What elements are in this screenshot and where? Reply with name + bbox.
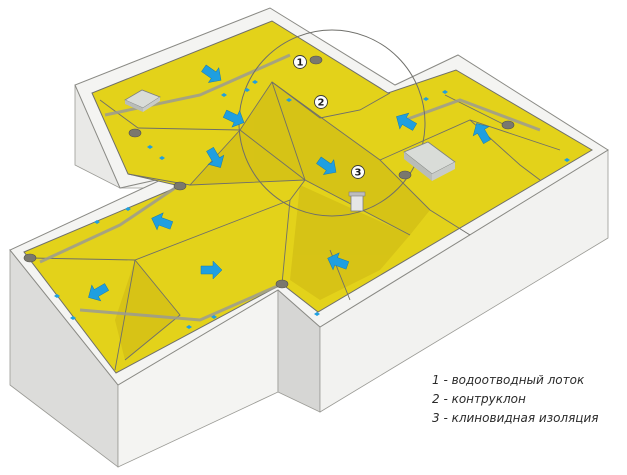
drain-icon: [128, 128, 142, 138]
callout-2: 2: [314, 95, 328, 109]
crease-14: [99, 99, 139, 129]
skylight-left-front: [143, 97, 160, 112]
drain-mark: [423, 97, 429, 101]
crease-2: [137, 81, 471, 236]
crease-10: [281, 199, 291, 285]
arrow-icon: [200, 260, 223, 280]
callout-3: 3: [351, 165, 365, 179]
legend-item-1: 1 - водоотводный лоток: [432, 373, 585, 387]
drain-mark: [54, 294, 60, 298]
skylight-right-side: [404, 152, 432, 181]
drain-icon: [173, 181, 187, 191]
drain-mark: [211, 315, 217, 319]
drain-mark: [314, 312, 320, 316]
slope-shade-3: [290, 185, 410, 300]
arrow-icon: [327, 252, 350, 271]
crease-5: [239, 129, 306, 181]
arrow-icon: [396, 112, 418, 131]
callout-2-label: 2: [318, 98, 325, 109]
arrow-icon: [472, 123, 491, 145]
drain-mark: [94, 220, 100, 224]
skylight-icon: [403, 141, 456, 181]
drain-icon: [398, 170, 412, 180]
slope-shade-1: [272, 82, 430, 235]
slope-shade-4: [115, 260, 180, 360]
arrow-icon: [316, 156, 337, 175]
skylight-right-front: [432, 162, 455, 181]
skylight-left-side: [125, 100, 143, 112]
callout-3-circle: [351, 165, 365, 179]
drain-mark: [564, 158, 570, 162]
drain-icon: [275, 279, 289, 289]
drain-mark: [244, 88, 250, 92]
crease-9: [124, 259, 181, 361]
arrow-icon: [201, 64, 222, 83]
trough-right: [404, 98, 541, 132]
drain-icon: [309, 55, 323, 65]
crease-7: [29, 179, 306, 261]
trough-bottom: [79, 282, 283, 322]
arrow-icon: [88, 283, 110, 302]
drain-mark: [125, 207, 131, 211]
arrow-icon: [206, 146, 225, 168]
drain-mark: [286, 98, 292, 102]
drain-marks: [54, 80, 570, 329]
callout-1-circle: [293, 55, 307, 69]
drain-mark: [221, 93, 227, 97]
drain-mark: [70, 316, 76, 320]
legend-item-3: 3 - клиновидная изоляция: [432, 411, 599, 425]
arrow-icon: [222, 109, 245, 128]
drains: [23, 55, 515, 289]
callout-2-circle: [314, 95, 328, 109]
trough-left: [39, 186, 176, 264]
callout-3-label: 3: [355, 168, 362, 179]
legend: 1 - водоотводный лоток 2 - контруклон 3 …: [432, 371, 622, 428]
legend-item-2: 2 - контруклон: [432, 392, 526, 406]
arrow-icon: [151, 212, 174, 231]
callout-1-label: 1: [297, 58, 304, 69]
drain-icon: [23, 253, 37, 263]
arrow-layer: [88, 64, 491, 302]
building-walls: [9, 84, 609, 468]
chimney-body: [350, 194, 364, 212]
crease-13: [444, 94, 506, 126]
drain-icon: [501, 120, 515, 130]
chimney-top: [348, 191, 366, 197]
crease-3: [271, 81, 306, 181]
drain-mark: [442, 90, 448, 94]
drain-mark: [159, 156, 165, 160]
drain-mark: [186, 325, 192, 329]
drain-mark: [252, 80, 258, 84]
crease-4: [271, 81, 391, 119]
drain-mark: [147, 145, 153, 149]
callout-1: 1: [293, 55, 307, 69]
chimney-icon: [348, 191, 366, 212]
skylight-icon: [124, 89, 161, 112]
